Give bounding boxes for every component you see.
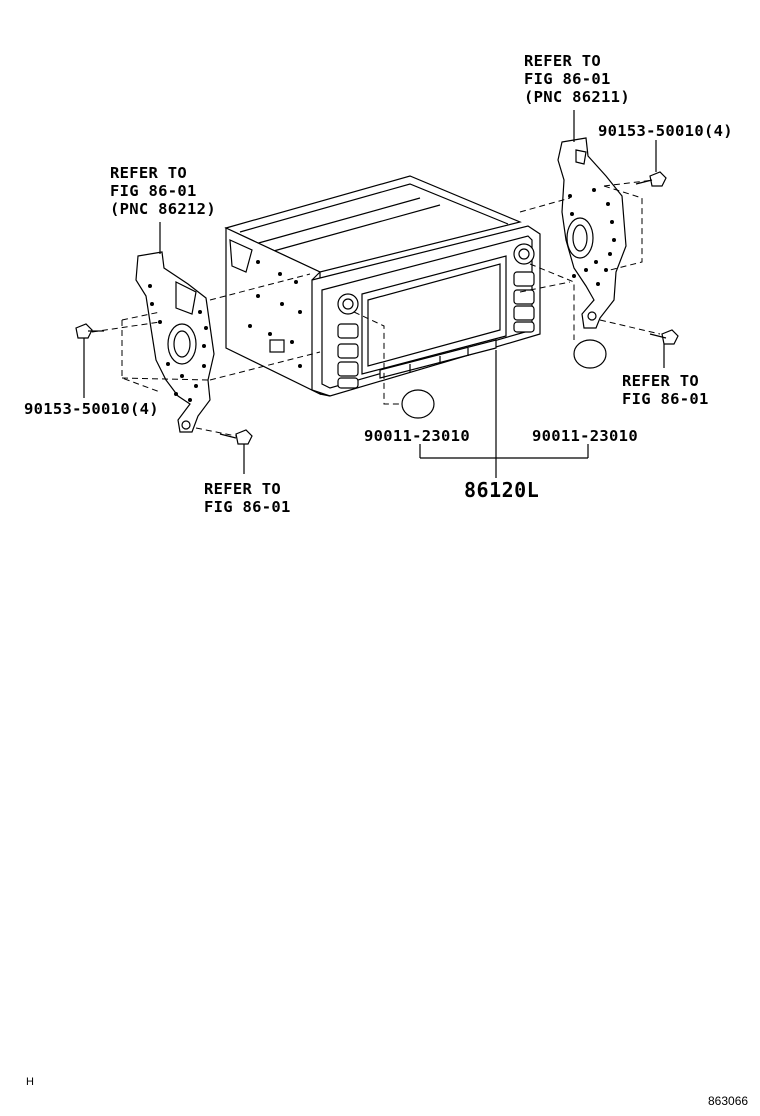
callout-bolt-left: 90153-50010(4) (24, 400, 159, 418)
callout-bolt-right: 90153-50010(4) (598, 122, 733, 140)
callout-line: REFER TO (622, 372, 700, 390)
callout-line: REFER TO (204, 480, 282, 498)
callout-refer-pnc-86212: REFER TO FIG 86-01 (PNC 86212) (110, 164, 216, 218)
cap-left-drawing (353, 311, 435, 419)
cap-right-drawing (529, 263, 607, 369)
callout-line: FIG 86-01 (204, 498, 291, 516)
callout-line: REFER TO (110, 164, 188, 182)
leader-lines (159, 110, 589, 478)
callout-line: FIG 86-01 (110, 182, 197, 200)
bolt-right-upper-drawing (635, 140, 667, 187)
bolt-right-lower-drawing (649, 329, 679, 368)
navigation-unit-drawing (224, 175, 541, 397)
callout-refer-pnc-86211: REFER TO FIG 86-01 (PNC 86211) (524, 52, 630, 106)
callout-main-part: 86120L (464, 478, 540, 502)
callout-line: REFER TO (524, 52, 602, 70)
callout-refer-bottom-left: REFER TO FIG 86-01 (204, 480, 291, 516)
callout-cap-right: 90011-23010 (532, 427, 638, 445)
callout-line: (PNC 86212) (110, 200, 216, 218)
figure-number: 863066 (708, 1094, 749, 1108)
footer-left-mark: H (26, 1076, 34, 1088)
callout-cap-left: 90011-23010 (364, 427, 470, 445)
left-bracket-drawing (91, 251, 321, 437)
bolt-left-drawing (75, 323, 104, 398)
callout-line: (PNC 86211) (524, 88, 630, 106)
bolt-bottom-drawing (219, 429, 253, 474)
callout-line: FIG 86-01 (622, 390, 709, 408)
callout-line: FIG 86-01 (524, 70, 611, 88)
callout-refer-right-lower: REFER TO FIG 86-01 (622, 372, 709, 408)
right-bracket-drawing (519, 137, 661, 335)
